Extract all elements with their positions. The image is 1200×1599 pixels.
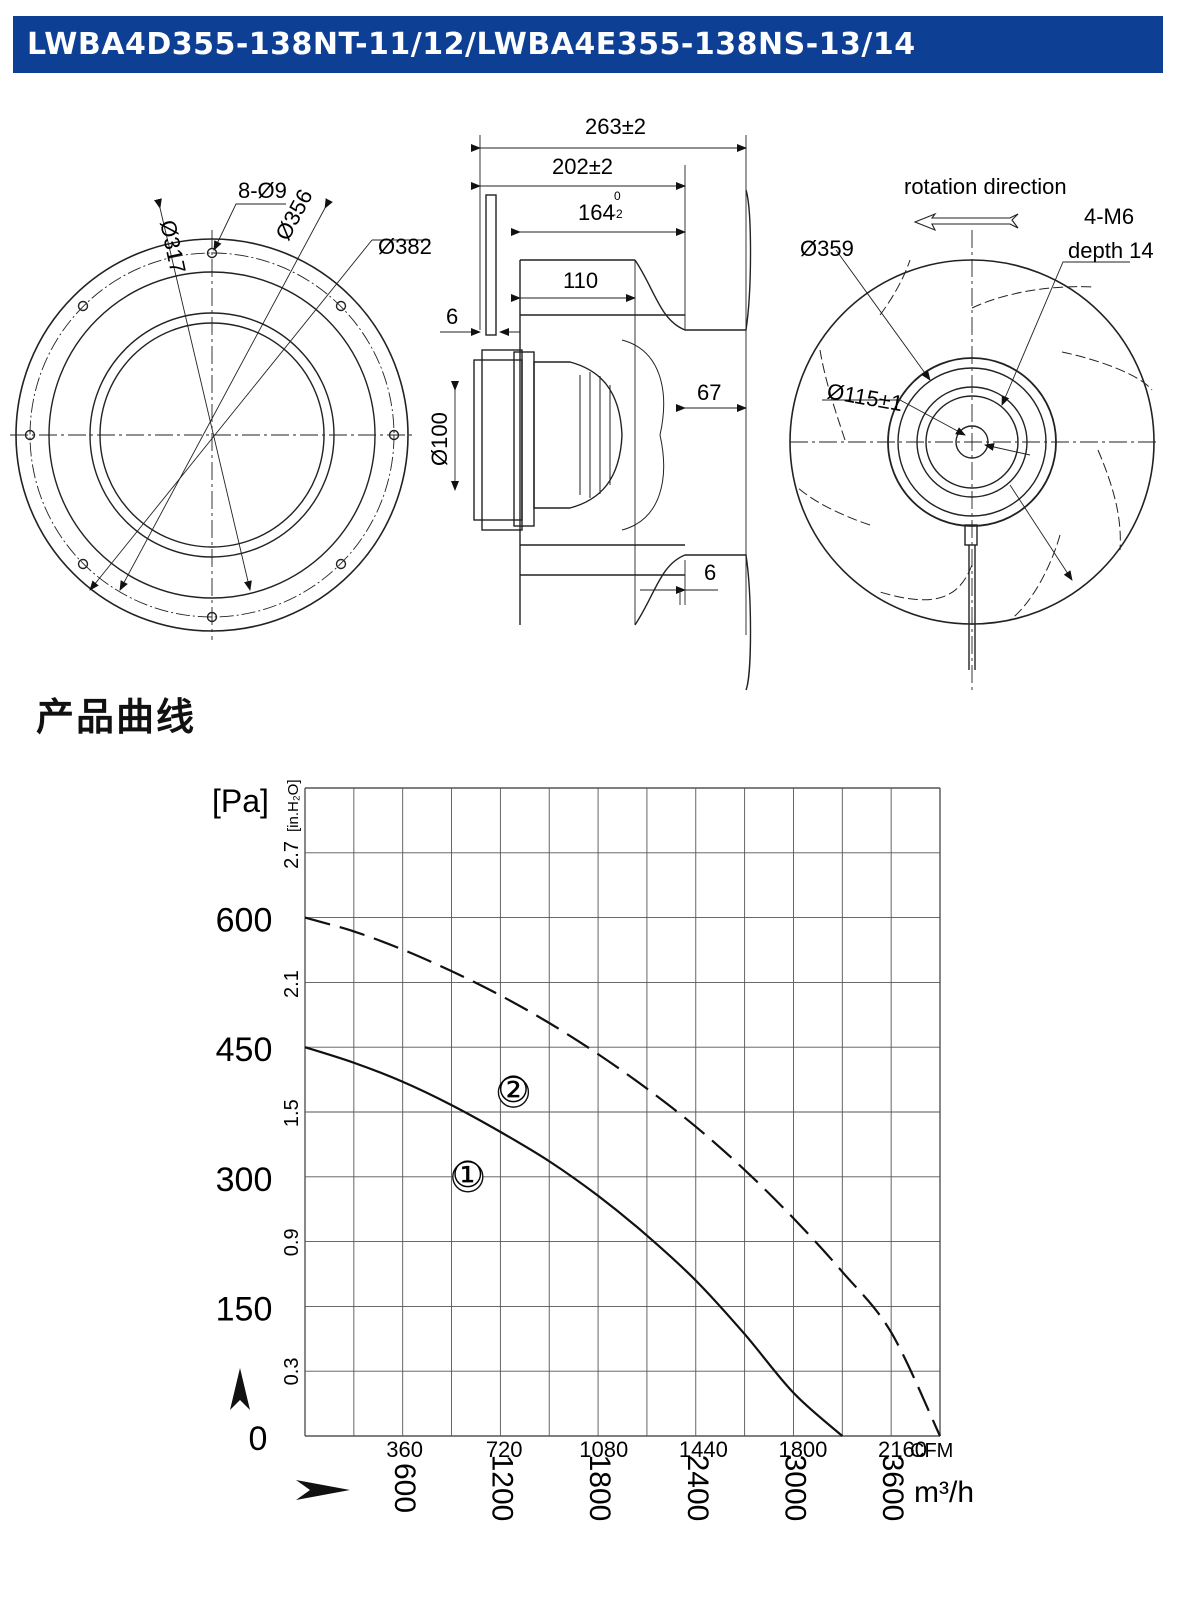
series-label-1: ①: [452, 1154, 484, 1195]
x-tick-label-cfm: 1800: [778, 1437, 827, 1462]
dim-d115: Ø115±1: [825, 378, 905, 416]
x-tick-label: 600: [388, 1463, 421, 1513]
dim-d317: Ø317: [155, 218, 191, 276]
svg-text:-2: -2: [612, 207, 623, 221]
y-axis-label-inh2o: [in.H₂O]: [285, 780, 302, 833]
y-tick-label: 0: [249, 1420, 268, 1458]
svg-text:164: 164: [578, 200, 615, 225]
dim-164: 164 0 -2: [578, 189, 623, 225]
dim-110: 110: [563, 268, 598, 293]
x-tick-label: 1800: [583, 1455, 616, 1522]
side-view: [440, 135, 752, 691]
x-tick-label-cfm: 1440: [679, 1437, 728, 1462]
chart-grid: [304, 787, 941, 1437]
dim-d100: Ø100: [427, 412, 452, 466]
y-tick-label-inh2o: 0.3: [281, 1358, 303, 1386]
x-tick-label-cfm: 1080: [579, 1437, 628, 1462]
dim-holes: 8-Ø9: [238, 178, 287, 203]
y-tick-label: 150: [216, 1290, 273, 1328]
x-tick-label-cfm: 2160: [878, 1437, 927, 1462]
dim-d359: Ø359: [800, 236, 854, 261]
y-axis-label-pa: [Pa]: [212, 783, 269, 819]
dim-202: 202±2: [552, 154, 613, 179]
y-tick-label-inh2o: 2.7: [281, 841, 303, 869]
series-label-circle: [452, 1161, 484, 1193]
x-axis-arrow-icon: [296, 1480, 350, 1500]
y-tick-label: 300: [216, 1161, 273, 1199]
dim-depth: depth 14: [1068, 238, 1154, 263]
chart-series: ①②: [304, 916, 941, 1437]
y-axis-arrow-icon: [230, 1368, 250, 1410]
model-title-banner: LWBA4D355-138NT-11/12/LWBA4E355-138NS-13…: [13, 16, 1163, 73]
x-tick-label: 1200: [485, 1455, 518, 1522]
dim-d382: Ø382: [378, 234, 432, 259]
x-tick-label: 3600: [876, 1455, 909, 1522]
x-tick-label: 3000: [779, 1455, 812, 1522]
y-tick-label: 450: [216, 1031, 273, 1069]
series-line-1: [304, 1046, 844, 1437]
chart-ticks: 0 150 300 450 600 0.3 0.9 1.5 2.1 2.7 600 1200 1800 2…: [216, 841, 927, 1521]
rotation-direction-label: rotation direction: [904, 174, 1067, 199]
series-label-circle: [497, 1076, 530, 1108]
y-tick-label: 600: [216, 902, 273, 940]
mounting-holes: [24, 247, 400, 623]
dim-6-bottom: 6: [704, 560, 716, 585]
series-line-2: [304, 916, 941, 1437]
x-axis-label-cfm: CFM: [910, 1440, 953, 1462]
dim-6-top: 6: [446, 304, 458, 329]
x-axis-label-m3h: m³/h: [914, 1476, 974, 1509]
front-view: [10, 198, 430, 640]
dim-263: 263±2: [585, 114, 646, 139]
rear-view: [789, 212, 1160, 690]
x-tick-label-cfm: 360: [386, 1437, 423, 1462]
section-title: 产品曲线: [36, 695, 197, 739]
x-tick-label-cfm: 720: [486, 1437, 523, 1462]
dim-67: 67: [697, 380, 721, 405]
svg-text:0: 0: [614, 189, 621, 203]
technical-drawings: Ø317 8-Ø9 Ø356 Ø382: [10, 114, 1160, 691]
y-tick-label-inh2o: 0.9: [281, 1228, 303, 1256]
dim-m6: 4-M6: [1084, 204, 1134, 229]
y-tick-label-inh2o: 1.5: [281, 1099, 303, 1127]
y-tick-label-inh2o: 2.1: [281, 970, 303, 998]
series-label-2: ②: [497, 1069, 529, 1110]
x-tick-label: 2400: [681, 1455, 714, 1522]
